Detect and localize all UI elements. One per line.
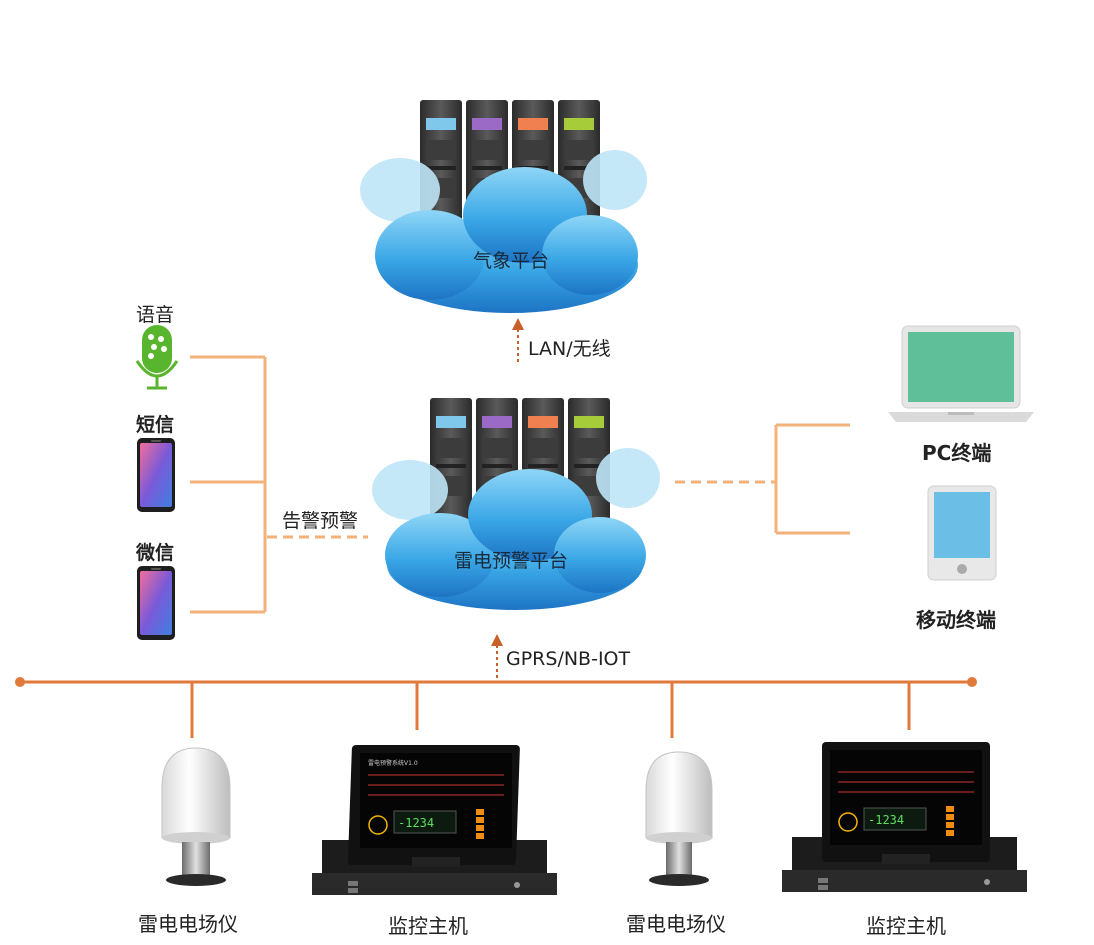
warning-cloud-icon (372, 448, 660, 610)
device-bus (15, 677, 977, 738)
device-label-host-2: 监控主机 (866, 914, 946, 938)
channel-wechat-label: 微信 (136, 542, 175, 564)
gprs-link-label: GPRS/NB-IOT (506, 648, 631, 670)
lan-link-label: LAN/无线 (528, 338, 611, 360)
alert-link-label: 告警预警 (282, 510, 359, 532)
channel-sms-label: 短信 (136, 414, 175, 436)
svg-text:雷电预警系统V1.0: 雷电预警系统V1.0 (368, 759, 418, 767)
weather-platform-label: 气象平台 (473, 250, 550, 272)
weather-cloud-icon (360, 150, 647, 313)
alert-connectors (190, 355, 368, 614)
tablet-icon (927, 485, 997, 581)
laptop-icon (888, 325, 1034, 422)
device-label-field-meter-2: 雷电电场仪 (626, 912, 726, 936)
monitor-host-icon: 雷电预警系统V1.0 -1234 (312, 745, 557, 895)
channel-voice-label: 语音 (136, 304, 175, 326)
terminal-mobile-label: 移动终端 (916, 608, 996, 632)
monitor-host-icon: -1234 (782, 742, 1027, 892)
microphone-icon (135, 325, 179, 390)
smartphone-icon (137, 438, 175, 512)
terminal-connectors (675, 423, 850, 535)
terminal-pc-label: PC终端 (922, 441, 992, 465)
device-label-field-meter-1: 雷电电场仪 (138, 912, 238, 936)
device-label-host-1: 监控主机 (388, 914, 468, 938)
smartphone-icon (137, 566, 175, 640)
lan-arrow-head (512, 318, 524, 330)
svg-text:-1234: -1234 (868, 813, 904, 827)
field-meter-icon (645, 751, 713, 886)
field-meter-icon (161, 747, 231, 886)
svg-text:-1234: -1234 (398, 816, 434, 830)
warning-platform-label: 雷电预警平台 (454, 550, 569, 572)
gprs-arrow-head (491, 634, 503, 646)
